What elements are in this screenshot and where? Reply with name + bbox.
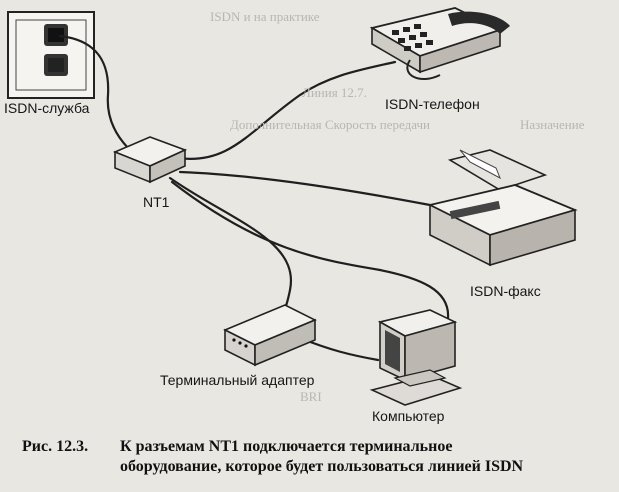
bleed-text-4: Дополнительная — [230, 117, 322, 132]
bleed-text-2: Линия 12.7. — [302, 85, 367, 100]
figure-caption: Рис. 12.3. К разъемам NT1 подключается те… — [22, 437, 612, 477]
isdn-phone-icon — [369, 7, 510, 80]
cable-socket-to-nt1 — [58, 34, 132, 152]
label-computer: Компьютер — [372, 408, 445, 424]
cable-nt1-to-phone — [176, 60, 397, 160]
cable-nt1-to-computer — [170, 180, 450, 320]
label-isdn-service: ISDN-служба — [4, 100, 90, 116]
label-isdn-phone: ISDN-телефон — [385, 96, 480, 112]
label-isdn-fax: ISDN-факс — [470, 283, 541, 299]
bleed-text-3: Скорость передачи — [325, 117, 430, 132]
computer-icon — [369, 309, 463, 406]
bleed-text-6: BRI — [300, 389, 322, 404]
caption-number: Рис. 12.3. — [22, 438, 89, 455]
caption-line-2: оборудование, которое будет пользоваться… — [120, 458, 524, 475]
cable-nt1-to-adapter — [168, 176, 293, 327]
wall-socket-icon — [7, 11, 95, 99]
isdn-fax-icon — [427, 149, 578, 267]
terminal-adapter-icon — [223, 304, 317, 367]
cable-lines — [58, 34, 450, 362]
label-nt1: NT1 — [143, 194, 170, 210]
bleed-text-1: ISDN и на практике — [210, 9, 320, 24]
label-terminal-adapter: Терминальный адаптер — [160, 372, 315, 388]
caption-line-1: К разъемам NT1 подключается терминальное — [120, 438, 453, 455]
bleed-text-5: Назначение — [520, 117, 585, 132]
cable-nt1-to-fax — [178, 170, 432, 207]
nt1-device-icon — [112, 136, 188, 184]
